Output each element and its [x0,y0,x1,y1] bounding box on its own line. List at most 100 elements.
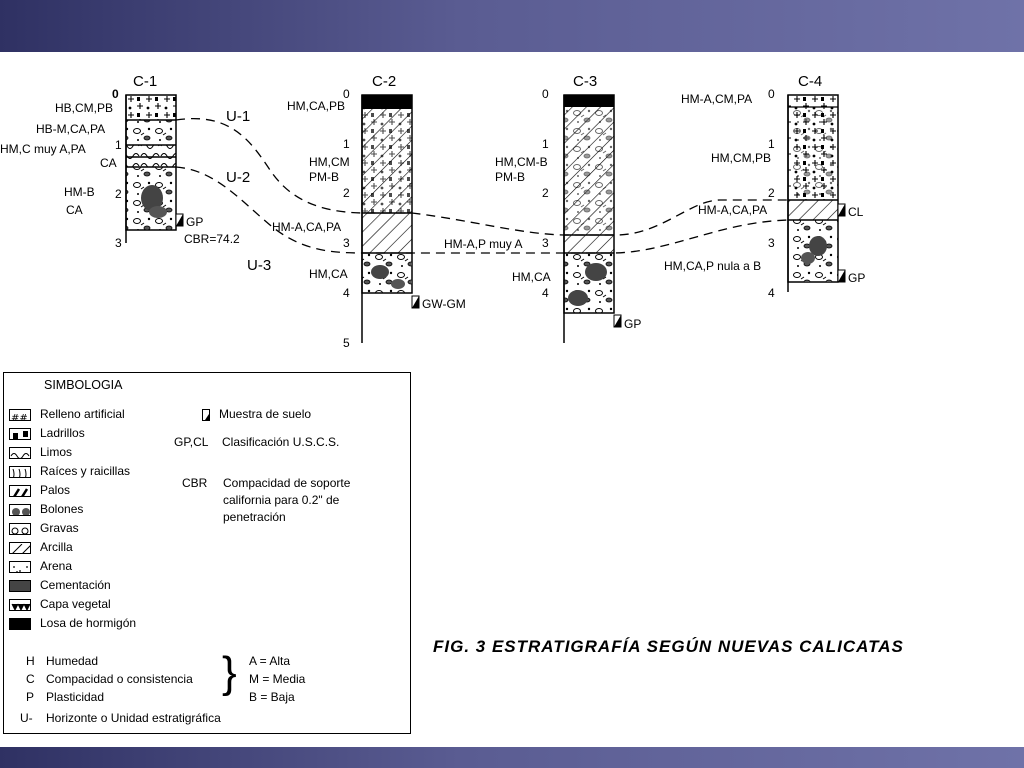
depth-label: 0 [542,87,549,101]
legend-symbol-label: Capa vegetal [40,597,111,611]
brick-icon [9,428,31,440]
unit-def-value: Horizonte o Unidad estratigráfica [46,711,221,725]
abbr-value: Compacidad o consistencia [46,672,193,686]
legend-symbol-label: Gravas [40,521,79,535]
sample-label: GP [848,271,865,285]
layer-label: HM-A,CA,PA [698,203,767,217]
svg-text:##: ## [11,413,28,421]
column-c1: C-1 0 1 2 3 HB,CM,PB HB-M,CA,PA HM,C muy… [0,73,240,250]
depth-label: 3 [542,236,549,250]
sample-label: GP [624,317,641,331]
layer-label: HM-A,P muy A [444,237,522,251]
sample-label: GW-GM [422,297,466,311]
depth-label: 1 [542,137,549,151]
layer-label: HM,CA [512,270,551,284]
unit-def-key: U- [20,711,33,725]
cbr-label: CBR=74.2 [184,232,240,246]
legend-symbol-label: Arcilla [40,540,73,554]
layer-label: HB,CM,PB [55,101,113,115]
abbr-value: Plasticidad [46,690,105,704]
sticks-icon [9,485,31,497]
uscs-label: Clasificación U.S.C.S. [222,435,340,449]
sample-label: GP [186,215,203,229]
depth-label: 3 [115,236,122,250]
silt-icon [9,447,31,459]
sand-icon [9,561,31,573]
abbr-key: H [26,654,35,668]
legend-symbol-label: Raíces y raicillas [40,464,131,478]
depth-label: 0 [112,87,119,101]
cbr-line: Compacidad de soporte [223,476,351,490]
sample-icon [202,409,210,421]
depth-label: 2 [343,186,350,200]
depth-label: 1 [115,138,122,152]
column-c1-title: C-1 [133,73,157,90]
cbr-code: CBR [182,476,208,490]
depth-label: 5 [343,336,350,350]
unit-boundary-1 [175,118,788,236]
clay-icon [9,542,31,554]
depth-label: 2 [768,186,775,200]
cbr-line: penetración [223,510,286,524]
layer-label: CA [66,203,83,217]
figure-caption: FIG. 3 ESTRATIGRAFÍA SEGÚN NUEVAS CALICA… [433,637,904,656]
slide-bottom-bar [0,747,1024,768]
unit-label-u3: U-3 [247,257,271,274]
depth-label: 1 [343,137,350,151]
depth-label: 4 [542,286,549,300]
column-c2: C-2 0 1 2 3 4 5 HM,CA,PB HM,CM PM-B HM-A… [272,73,466,350]
layer-label: HM,CA,P nula a B [664,259,761,273]
abbr-key: P [26,690,35,704]
layer-label: HM,CA [309,267,348,281]
sample-legend-label: Muestra de suelo [219,407,312,421]
depth-label: 2 [542,186,549,200]
layer-label: HM-B [64,185,95,199]
sample-label: CL [848,205,864,219]
depth-label: 4 [343,286,350,300]
layer-label: HM,C muy A,PA [0,142,86,156]
legend-symbol-label: Ladrillos [40,426,85,440]
gravel-icon [9,523,31,535]
legend-symbol-label: Arena [40,559,73,573]
boulders-icon [9,504,31,516]
unit-boundary-2 [175,166,789,254]
layer-label: HM-A,CA,PA [272,220,341,234]
vegetal-layer-icon [9,599,31,611]
cbr-line: california para 0.2" de [223,493,340,507]
depth-label: 2 [115,187,122,201]
legend-symbol-label: Bolones [40,502,84,516]
legend-symbol-label: Cementación [40,578,111,592]
abbr-key: C [26,672,35,686]
column-c4-title: C-4 [798,73,822,90]
legend-title: SIMBOLOGIA [44,378,123,392]
depth-label: 0 [768,87,775,101]
relleno-icon: ## [9,409,31,421]
legend-box: SIMBOLOGIA ## Relleno artificial Ladrill… [3,372,411,734]
layer-label: PM-B [309,170,339,184]
layer-label: HM,CA,PB [287,99,345,113]
concrete-slab-icon [9,618,31,630]
roots-icon [9,466,31,478]
column-c2-title: C-2 [372,73,396,90]
layer-label: HM-A,CM,PA [681,92,752,106]
depth-label: 4 [768,286,775,300]
slide-top-bar [0,0,1024,52]
uscs-code: GP,CL [174,435,209,449]
legend-symbol-label: Relleno artificial [40,407,125,421]
layer-label: HM,CM,PB [711,151,771,165]
layer-label: HM,CM-B [495,155,548,169]
brace-symbol: } [222,648,237,697]
scale-alta: A = Alta [249,654,291,668]
legend-symbol-label: Losa de hormigón [40,616,137,630]
depth-label: 3 [768,236,775,250]
layer-label: CA [100,156,117,170]
layer-label: HB-M,CA,PA [36,122,105,136]
depth-label: 3 [343,236,350,250]
column-c4: C-4 0 1 2 3 4 HM-A,CM,PA HM,CM,PB HM-A,C… [664,73,865,300]
unit-label-u2: U-2 [226,169,250,186]
stratigraphy-diagram: C-1 0 1 2 3 HB,CM,PB HB-M,CA,PA HM,C muy… [0,73,865,350]
unit-label-u1: U-1 [226,108,250,125]
layer-label: PM-B [495,170,525,184]
layer-label: HM,CM [309,155,350,169]
scale-media: M = Media [249,672,306,686]
